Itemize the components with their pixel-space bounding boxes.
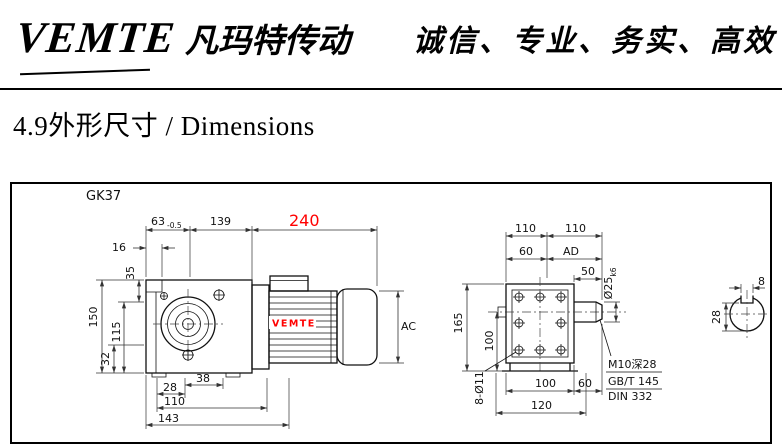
dimensions-drawing-box: GK37 bbox=[10, 182, 772, 444]
brand-chinese-name: 凡玛特传动 bbox=[185, 24, 351, 60]
front-view-dimensions: 110 110 60 AD 50 Ø25 k6 165 100 8-Ø11 bbox=[452, 222, 662, 416]
logo-text: VEMTE bbox=[13, 13, 178, 62]
motor-nameplate bbox=[269, 316, 316, 329]
dim-110-feet: 110 bbox=[164, 395, 185, 408]
note-din-standard: DIN 332 bbox=[608, 390, 652, 403]
dim-110-left: 110 bbox=[515, 222, 536, 235]
dim-60-top: 60 bbox=[519, 245, 533, 258]
section-title: 4.9外形尺寸 / Dimensions bbox=[13, 111, 315, 141]
dim-AD: AD bbox=[563, 245, 579, 258]
side-view-dimensions: 63 -0.5 139 240 16 150 115 35 32 38 bbox=[87, 211, 416, 429]
dim-key-28: 28 bbox=[710, 310, 723, 324]
note-thread: M10深28 bbox=[608, 358, 657, 371]
dim-240-highlight: 240 bbox=[289, 211, 320, 230]
dim-165: 165 bbox=[452, 313, 465, 334]
dim-139: 139 bbox=[210, 215, 231, 228]
note-gbt-standard: GB/T 145 bbox=[608, 375, 659, 388]
slogan-text: 诚信、专业、务实、高效 bbox=[413, 25, 776, 59]
side-view-outline bbox=[145, 279, 253, 378]
model-label: GK37 bbox=[86, 189, 121, 204]
logo-underline bbox=[20, 68, 150, 76]
fan-cowl bbox=[336, 288, 378, 366]
front-view-outline bbox=[488, 277, 626, 374]
dim-100-bottom: 100 bbox=[535, 377, 556, 390]
dim-key-width-8: 8 bbox=[758, 275, 765, 288]
shaft-key-detail: 8 28 bbox=[710, 275, 770, 338]
dim-120: 120 bbox=[531, 399, 552, 412]
technical-drawing: GK37 bbox=[86, 189, 770, 429]
dim-100-height: 100 bbox=[483, 331, 496, 352]
dim-16: 16 bbox=[112, 241, 126, 254]
dim-63-tolerance: -0.5 bbox=[167, 221, 182, 230]
dim-38: 38 bbox=[196, 372, 210, 385]
dim-50: 50 bbox=[581, 265, 595, 278]
motor-brand-label: VEMTE bbox=[272, 319, 316, 330]
dim-shaft-fit: k6 bbox=[609, 267, 618, 276]
dim-AC: AC bbox=[401, 320, 416, 333]
dim-60-bottom: 60 bbox=[578, 377, 592, 390]
dim-110-right: 110 bbox=[565, 222, 586, 235]
side-bolt-holes bbox=[160, 289, 225, 361]
dim-32: 32 bbox=[99, 352, 112, 366]
dim-shaft-dia: Ø25 bbox=[602, 277, 615, 300]
dim-150: 150 bbox=[87, 307, 100, 328]
output-shaft bbox=[574, 301, 603, 323]
dim-28: 28 bbox=[163, 381, 177, 394]
dim-63: 63 bbox=[151, 215, 165, 228]
dim-bolt-holes: 8-Ø11 bbox=[473, 371, 486, 405]
dim-143: 143 bbox=[158, 412, 179, 425]
mounting-feet bbox=[151, 373, 241, 378]
terminal-box bbox=[269, 275, 309, 292]
motor-outline: VEMTE bbox=[251, 275, 378, 370]
dim-35: 35 bbox=[124, 266, 137, 280]
header-divider bbox=[0, 88, 782, 90]
dim-115: 115 bbox=[110, 322, 123, 343]
